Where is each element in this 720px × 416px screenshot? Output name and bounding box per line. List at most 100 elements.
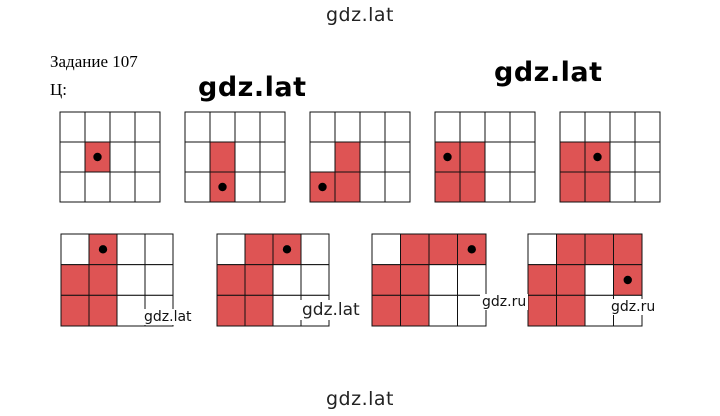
marker-dot	[93, 152, 102, 162]
empty-cell	[634, 171, 661, 203]
task-title: Задание 107	[50, 52, 138, 71]
grid-5	[559, 111, 661, 203]
empty-cell	[459, 111, 486, 143]
empty-cell	[309, 111, 336, 143]
empty-cell	[209, 111, 236, 143]
empty-cell	[334, 111, 361, 143]
empty-cell	[144, 264, 174, 296]
empty-cell	[109, 141, 136, 173]
marker-dot	[623, 275, 632, 285]
grid-8	[371, 233, 487, 327]
filled-cell	[428, 233, 458, 266]
filled-cell	[244, 233, 274, 266]
grid-4	[434, 111, 536, 203]
filled-cell	[559, 141, 586, 173]
marker-dot	[593, 152, 602, 162]
empty-cell	[371, 233, 401, 266]
empty-cell	[457, 264, 487, 296]
grid-9	[527, 233, 643, 327]
empty-cell	[234, 141, 261, 173]
empty-cell	[484, 171, 511, 203]
empty-cell	[84, 171, 111, 203]
filled-cell	[88, 294, 118, 327]
empty-cell	[509, 111, 536, 143]
empty-cell	[184, 171, 211, 203]
empty-cell	[609, 171, 636, 203]
empty-cell	[84, 111, 111, 143]
watermark-small-1: gdz.lat	[142, 309, 194, 325]
empty-cell	[428, 264, 458, 296]
filled-cell	[400, 233, 430, 266]
empty-cell	[300, 264, 330, 296]
marker-dot	[98, 245, 108, 254]
empty-cell	[134, 171, 161, 203]
empty-cell	[134, 111, 161, 143]
watermark-ru-1: gdz.ru	[480, 294, 529, 310]
marker-dot	[443, 152, 452, 162]
filled-cell	[209, 141, 236, 173]
empty-cell	[584, 111, 611, 143]
empty-cell	[309, 141, 336, 173]
empty-cell	[434, 111, 461, 143]
empty-cell	[300, 233, 330, 266]
empty-cell	[609, 111, 636, 143]
empty-cell	[484, 141, 511, 173]
filled-cell	[556, 264, 586, 296]
empty-cell	[384, 111, 411, 143]
empty-cell	[484, 111, 511, 143]
filled-cell	[334, 141, 361, 173]
filled-cell	[584, 171, 611, 203]
empty-cell	[259, 171, 286, 203]
empty-cell	[428, 294, 458, 327]
empty-cell	[384, 141, 411, 173]
filled-cell	[400, 264, 430, 296]
empty-cell	[634, 141, 661, 173]
filled-cell	[334, 171, 361, 203]
filled-cell	[400, 294, 430, 327]
empty-cell	[509, 171, 536, 203]
filled-cell	[559, 171, 586, 203]
empty-cell	[272, 294, 302, 327]
watermark-top: gdz.lat	[325, 4, 394, 26]
empty-cell	[184, 111, 211, 143]
filled-cell	[60, 294, 90, 327]
empty-cell	[259, 141, 286, 173]
filled-cell	[244, 294, 274, 327]
empty-cell	[359, 141, 386, 173]
empty-cell	[60, 233, 90, 266]
empty-cell	[527, 233, 557, 266]
filled-cell	[371, 294, 401, 327]
filled-cell	[88, 264, 118, 296]
filled-cell	[527, 294, 557, 327]
filled-cell	[459, 171, 486, 203]
empty-cell	[384, 171, 411, 203]
empty-cell	[509, 141, 536, 173]
empty-cell	[59, 171, 86, 203]
marker-dot	[318, 182, 327, 192]
empty-cell	[134, 141, 161, 173]
grid-2	[184, 111, 286, 203]
filled-cell	[216, 264, 246, 296]
empty-cell	[216, 233, 246, 266]
empty-cell	[359, 171, 386, 203]
marker-dot	[467, 245, 476, 254]
grid-3	[309, 111, 411, 203]
empty-cell	[234, 111, 261, 143]
filled-cell	[244, 264, 274, 296]
filled-cell	[371, 264, 401, 296]
task-prefix: Ц:	[50, 80, 67, 99]
watermark-big-right: gdz.lat	[494, 57, 603, 88]
empty-cell	[609, 141, 636, 173]
watermark-small-2: gdz.lat	[300, 300, 362, 320]
marker-dot	[218, 182, 227, 192]
empty-cell	[144, 233, 174, 266]
empty-cell	[272, 264, 302, 296]
empty-cell	[59, 141, 86, 173]
empty-cell	[116, 264, 146, 296]
watermark-bottom: gdz.lat	[325, 388, 394, 410]
filled-cell	[60, 264, 90, 296]
empty-cell	[59, 111, 86, 143]
empty-cell	[234, 171, 261, 203]
grid-1	[59, 111, 161, 203]
empty-cell	[109, 111, 136, 143]
